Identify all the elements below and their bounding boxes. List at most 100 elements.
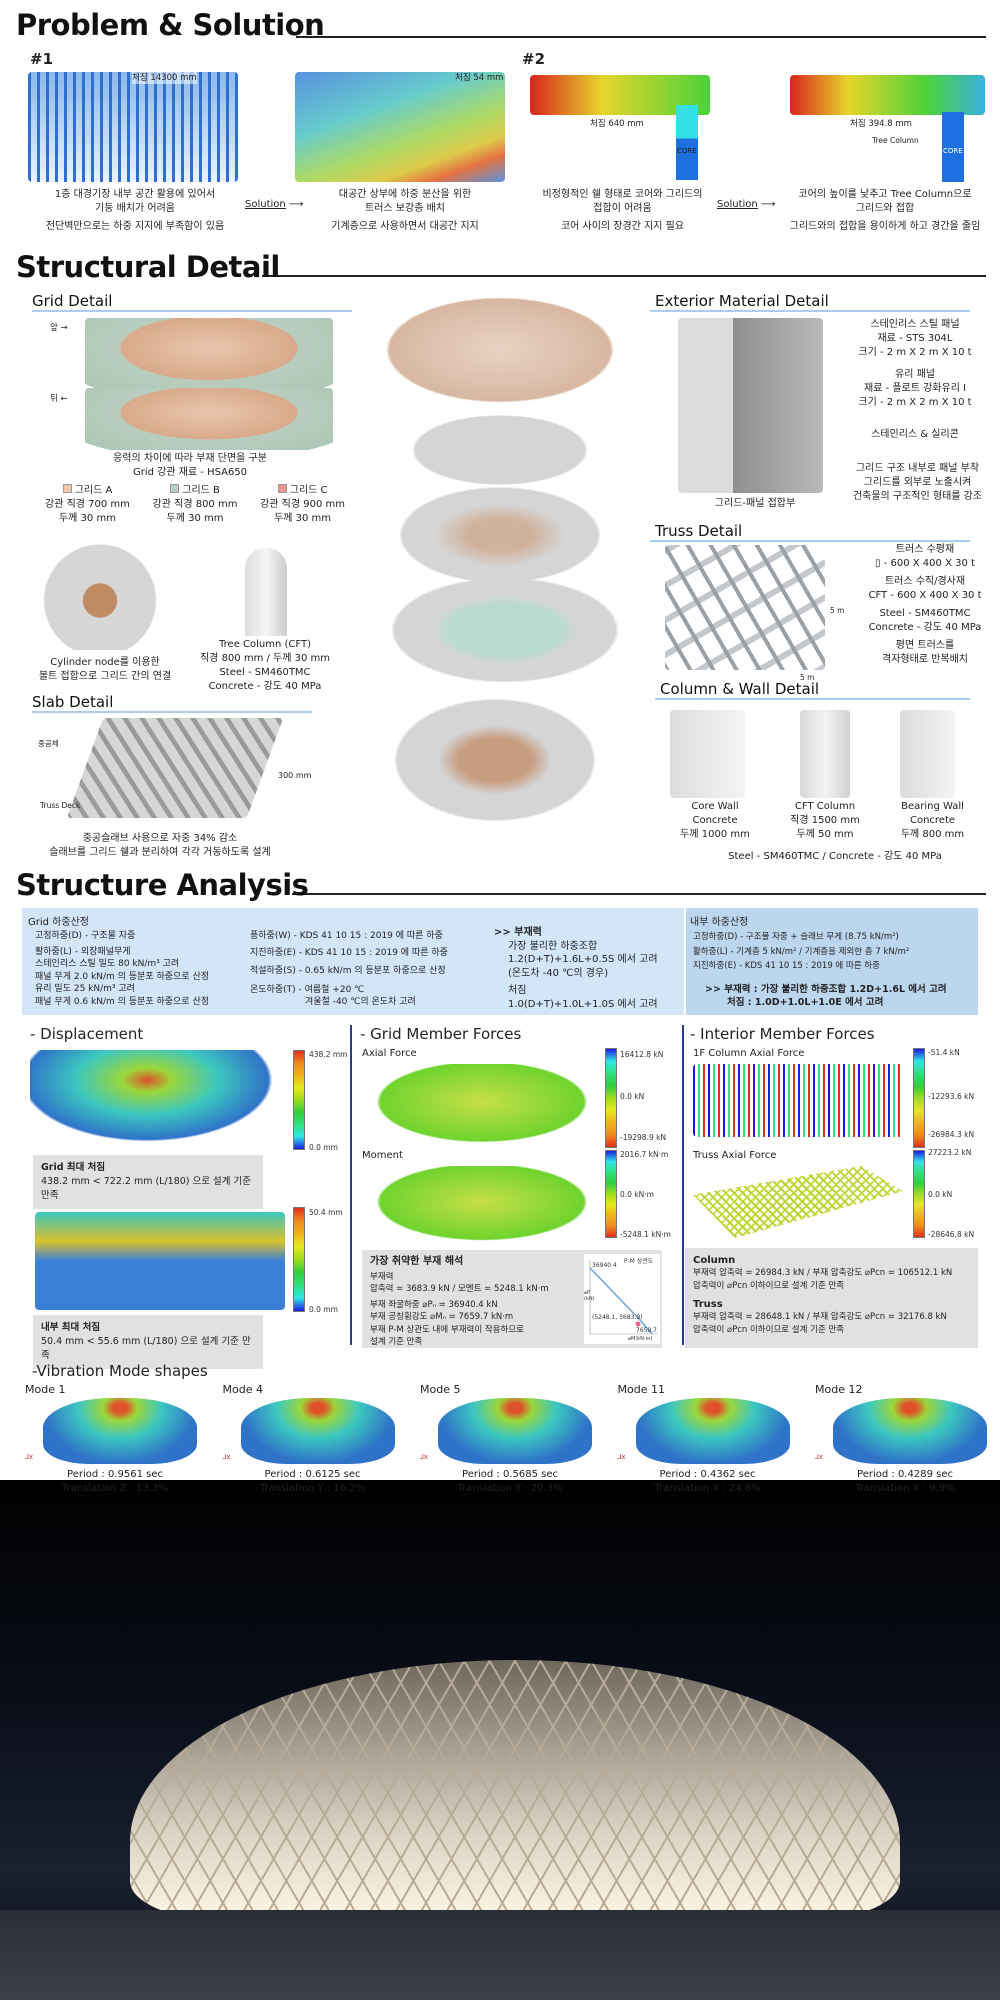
solution-arrow: Solution ⟶ [245, 199, 304, 210]
exterior-caption: 그리드-패널 접합부 [714, 498, 796, 509]
night-render [0, 1480, 1000, 2000]
divider [296, 36, 986, 38]
mode-render [43, 1398, 197, 1464]
pm-y-top: 36940.4 [592, 1262, 617, 1269]
axial-force-label: Axial Force [362, 1048, 417, 1059]
exploded-grid-floor [375, 570, 635, 690]
mode-render [438, 1398, 592, 1464]
back-view-label: 뒤 ← [50, 394, 68, 404]
mode-render [833, 1398, 987, 1464]
mode-name: Mode 11 [617, 1383, 665, 1396]
slab-depth-label: 300 mm [278, 771, 312, 780]
core-wall-render [670, 710, 745, 798]
interior-displacement-render [35, 1212, 285, 1310]
void-label: 중공체 [38, 739, 59, 748]
deflection-label: 처짐 394.8 mm [850, 119, 912, 129]
mode-name: Mode 1 [25, 1383, 66, 1396]
deflection-label: 처짐 14300 mm [132, 72, 197, 84]
legend-mid: 0.0 kN [928, 1190, 953, 1199]
legend-min: -19298.9 kN [620, 1133, 667, 1142]
front-view-label: 앞 → [50, 323, 68, 333]
mode-name: Mode 4 [222, 1383, 263, 1396]
exploded-roof-slab [400, 410, 600, 490]
mode-name: Mode 12 [815, 1383, 863, 1396]
core-render [942, 112, 964, 182]
pm-curve [589, 1260, 658, 1335]
stadium-shell [130, 1660, 900, 1920]
mode-name: Mode 5 [420, 1383, 461, 1396]
tree-column-label: Tree Column [872, 136, 919, 145]
vibration-title: -Vibration Mode shapes [32, 1362, 208, 1380]
case-2-label: #2 [522, 50, 546, 68]
cylinder-node-render [30, 540, 170, 650]
cft-column-render [800, 710, 850, 798]
moment-legend [605, 1150, 617, 1238]
mode-render [635, 1398, 790, 1464]
exploded-ground-floor [380, 690, 610, 830]
interior-load-title: 내부 하중산정 [690, 917, 749, 928]
column-material-footer: Steel - SM460TMC / Concrete - 강도 40 MPa [728, 851, 942, 862]
mode-shape-2: Mode 5 ⅃x Period : 0.5685 sec Translatio… [420, 1383, 600, 1498]
deflection-label: 처짐 640 mm [590, 119, 644, 129]
mode-period: Period : 0.9561 sec [67, 1469, 163, 1480]
grid-front-view [85, 318, 333, 393]
axis-icon: ⅃x [815, 1453, 824, 1461]
interior-forces-title: - Interior Member Forces [690, 1025, 875, 1043]
axis-icon: ⅃x [222, 1453, 231, 1461]
pm-title: P-M 상관도 [624, 1258, 654, 1265]
solution-arrow: Solution ⟶ [717, 199, 776, 210]
mode-render [240, 1398, 395, 1464]
legend-min: 0.0 mm [309, 1143, 338, 1152]
mode-shape-1: Mode 4 ⅃x Period : 0.6125 sec Translatio… [223, 1383, 403, 1498]
legend-min: -5248.1 kN·m [620, 1230, 671, 1239]
legend-max: 50.4 mm [309, 1208, 343, 1217]
joint-spec: 스테인리스 & 실리콘 [871, 429, 959, 440]
core-label: CORE [943, 147, 963, 155]
truss-deck-label: Truss Deck [40, 801, 81, 810]
deflection-label: 처짐 54 mm [455, 73, 504, 83]
exterior-detail-title: Exterior Material Detail [655, 292, 829, 310]
mode-shape-0: Mode 1 ⅃x Period : 0.9561 sec Translatio… [25, 1383, 205, 1498]
legend-min: 0.0 mm [309, 1305, 338, 1314]
displacement-title: - Displacement [30, 1025, 144, 1043]
truss-axial-render [693, 1166, 903, 1238]
column-axial-label: 1F Column Axial Force [693, 1048, 805, 1059]
axial-force-render [362, 1064, 602, 1148]
divider [262, 275, 986, 277]
pm-interaction-chart: P-M 상관도 36940.4 (5248.1, 3683.9) 7659.7 … [584, 1254, 660, 1344]
truss-axial-label: Truss Axial Force [693, 1150, 777, 1161]
mode-shape-3: Mode 11 ⅃x Period : 0.4362 sec Translati… [618, 1383, 798, 1498]
ground [0, 1910, 1000, 2000]
column-divider [682, 1025, 684, 1345]
pm-xlabel: ⌀M(kN·m) [628, 1336, 653, 1342]
truss-span-dim: 5 m [800, 673, 815, 682]
mode-period: Period : 0.4362 sec [659, 1469, 756, 1480]
slab-detail-title: Slab Detail [32, 693, 114, 711]
section-title-problem: Problem & Solution [16, 8, 325, 42]
axis-icon: ⅃x [25, 1453, 34, 1461]
mode-period: Period : 0.5685 sec [462, 1469, 558, 1480]
legend-max: -51.4 kN [928, 1048, 960, 1057]
grid-back-view [85, 388, 333, 450]
grid-panel-joint-render [678, 318, 823, 493]
core-label: CORE [677, 147, 697, 155]
section-title-structural: Structural Detail [16, 250, 280, 284]
column-wall-detail-title: Column & Wall Detail [660, 680, 820, 698]
